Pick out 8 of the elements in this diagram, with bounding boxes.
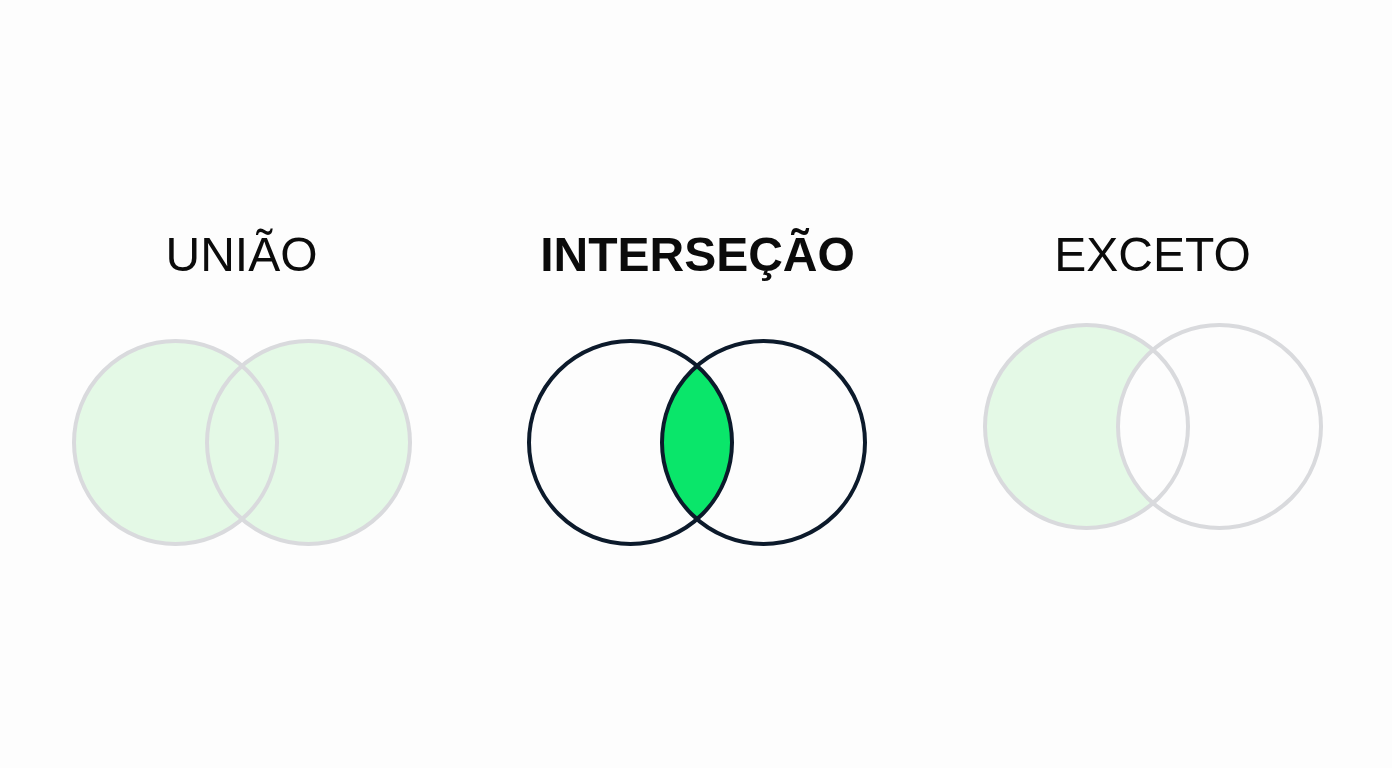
diagram-heading: EXCETO — [1054, 227, 1251, 283]
shaded-union-region — [74, 340, 410, 544]
venn-circle — [983, 322, 1190, 530]
venn-circle — [527, 338, 734, 546]
diagram-heading: UNIÃO — [165, 227, 318, 283]
diagram-heading: INTERSEÇÃO — [540, 227, 855, 283]
venn-circle — [660, 338, 867, 546]
venn-circle — [1116, 322, 1323, 530]
